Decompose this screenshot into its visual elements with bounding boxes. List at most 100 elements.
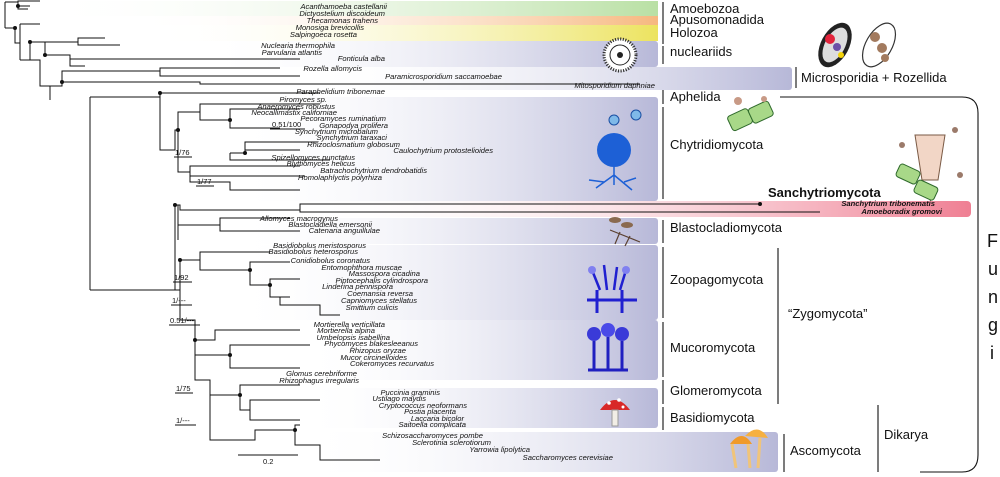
taxon-label: Coemansia reversa xyxy=(347,289,413,298)
apusomonadida-box xyxy=(130,16,658,25)
support-value: 1/77 xyxy=(197,177,212,186)
chytridiomycota-label: Chytridiomycota xyxy=(670,137,764,152)
holozoa-box xyxy=(150,25,658,41)
taxon-label: Entomophthora muscae xyxy=(321,263,402,272)
microsporidia-spore-icon xyxy=(818,22,897,68)
taxon-label: Smittium culicis xyxy=(346,303,399,312)
apusomonadida-label: Apusomonadida xyxy=(670,12,765,27)
taxon-label: Caulochytrium protostelioides xyxy=(393,146,493,155)
clade-backgrounds xyxy=(40,1,971,472)
taxon-label: Rhizophagus irregularis xyxy=(279,376,359,385)
taxon-label: Synchytrium microbalum xyxy=(295,127,378,136)
taxon-label: Monosiga brevicollis xyxy=(296,23,365,32)
taxon-label: Laccaria bicolor xyxy=(411,414,465,423)
taxon-label: Mortierella verticillata xyxy=(314,320,385,329)
aphelid-cell-icon xyxy=(727,96,774,132)
taxon-label: Saitoella complicata xyxy=(398,420,466,429)
ascomycota-box xyxy=(300,432,778,472)
taxon-label: Paraphelidium tribonemae xyxy=(296,87,385,96)
taxon-label: Neocallimastix californiae xyxy=(251,108,337,117)
nucleariids-label: nucleariids xyxy=(670,44,733,59)
clade-labels: Amoebozoa Apusomonadida Holozoa nucleari… xyxy=(662,1,947,472)
taxon-label: Catenaria anguillulae xyxy=(309,226,380,235)
taxon-label: Ustilago maydis xyxy=(372,394,426,403)
taxon-label: Homolaphlyctis polyrhiza xyxy=(298,173,382,182)
support-value: 1/--- xyxy=(176,416,190,425)
dikarya-label: Dikarya xyxy=(884,427,929,442)
taxon-label: Umbelopsis isabellina xyxy=(317,333,390,342)
taxon-label: Capniomyces stellatus xyxy=(341,296,417,305)
taxon-label: Piptocephalis cylindrospora xyxy=(336,276,428,285)
nucleariids-box xyxy=(200,41,658,67)
taxon-label: Paramicrosporidium saccamoebae xyxy=(385,72,502,81)
fungi-letter: n xyxy=(988,287,998,307)
taxon-label: Mortierella alpina xyxy=(317,326,375,335)
taxon-label: Thecamonas trahens xyxy=(307,16,379,25)
taxon-label: Rhizoclosmatium globosum xyxy=(307,140,400,149)
fungi-letter: u xyxy=(988,259,998,279)
taxon-label: Linderina pennispora xyxy=(322,282,393,291)
chytrid-zoospore-icon xyxy=(588,109,642,191)
fungi-bracket: F u n g i xyxy=(780,96,998,473)
taxon-label: Synchytrium taraxaci xyxy=(317,133,388,142)
basidiomycota-label: Basidiomycota xyxy=(670,410,755,425)
taxon-label: Conidiobolus coronatus xyxy=(291,256,371,265)
taxon-label: Yarrowia lipolytica xyxy=(469,445,530,454)
taxon-label: Batrachochytrium dendrobatidis xyxy=(320,166,427,175)
cup-fungus-icon xyxy=(730,429,768,469)
holozoa-label: Holozoa xyxy=(670,25,718,40)
taxon-label: Anaeromyces robustus xyxy=(256,102,335,111)
taxon-label: Sanchytrium tribonematis xyxy=(841,199,935,208)
taxon-label: Allomyces macrogynus xyxy=(259,214,338,223)
tree-branches xyxy=(4,0,820,461)
ascomycota-label: Ascomycota xyxy=(790,443,862,458)
taxon-label: Massospora cicadina xyxy=(349,269,420,278)
mucoromycota-box xyxy=(300,320,658,380)
taxon-label: Gonapodya prolifera xyxy=(319,121,388,130)
nucleariid-cell-icon xyxy=(602,37,638,73)
taxon-label: Spizellomyces punctatus xyxy=(271,153,355,162)
blastocladiomycete-icon xyxy=(609,217,641,247)
sanchytrium-host-icon xyxy=(895,127,963,201)
taxon-label: Postia placenta xyxy=(404,407,456,416)
taxon-label: Mitosporidium daphniae xyxy=(574,81,655,90)
amoebozoa-box xyxy=(40,1,658,16)
support-value: 0.51/100 xyxy=(272,120,301,129)
chytridiomycota-box xyxy=(230,97,658,201)
taxon-label: Schizosaccharomyces pombe xyxy=(382,431,483,440)
taxon-label: Salpingoeca rosetta xyxy=(290,30,357,39)
taxon-label: Acanthamoeba castellanii xyxy=(299,2,387,11)
scale-bar-label: 0.2 xyxy=(263,457,273,466)
taxon-label: Basidiobolus meristosporus xyxy=(273,241,366,250)
taxon-label: Cokeromyces recurvatus xyxy=(350,359,434,368)
zoopagomycete-icon xyxy=(587,264,637,313)
taxon-label: Blyttiomyces helicus xyxy=(287,159,356,168)
taxon-label: Fonticula alba xyxy=(338,54,385,63)
mucoromycete-icon xyxy=(587,323,629,372)
taxon-label: Sclerotinia sclerotiorum xyxy=(412,438,491,447)
taxon-label: Rhizopus oryzae xyxy=(349,346,406,355)
taxon-label: Saccharomyces cerevisiae xyxy=(523,453,613,462)
taxon-label: Blastocladiella emersonii xyxy=(288,220,372,229)
sanchytriomycota-box xyxy=(300,201,971,217)
support-value: 0.51/--- xyxy=(170,316,195,325)
taxon-label: Puccinia graminis xyxy=(380,388,440,397)
taxon-label: Mucor circinelloides xyxy=(340,353,407,362)
taxon-label: Pecoramyces ruminatium xyxy=(300,114,386,123)
taxon-label: Amoeboradix gromovi xyxy=(860,207,942,216)
blastocladiomycota-box xyxy=(230,218,658,244)
microsporidia-label: Microsporidia + Rozellida xyxy=(801,70,947,85)
zygomycota-label: “Zygomycota” xyxy=(788,306,867,321)
zoopagomycota-label: Zoopagomycota xyxy=(670,272,764,287)
amoebozoa-label: Amoebozoa xyxy=(670,1,740,16)
blastocladiomycota-label: Blastocladiomycota xyxy=(670,220,783,235)
support-value: 1/75 xyxy=(176,384,191,393)
support-value: 1/76 xyxy=(175,148,190,157)
node-markers xyxy=(13,4,762,432)
sanchytriomycota-label: Sanchytriomycota xyxy=(768,185,881,200)
scale-bar: 0.2 xyxy=(238,454,298,466)
taxon-label: Cryptococcus neoformans xyxy=(379,401,467,410)
glomeromycota-label: Glomeromycota xyxy=(670,383,763,398)
support-values: 0.51/100 1/76 1/77 1/92 1/--- 0.51/--- 1… xyxy=(169,120,305,426)
